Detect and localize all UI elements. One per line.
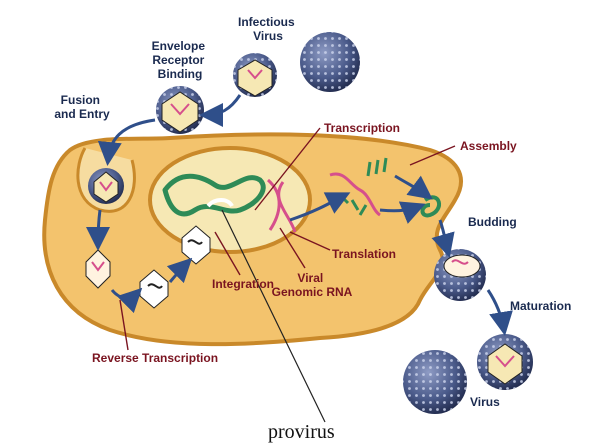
- provirus-pointer: [221, 209, 326, 423]
- label-transcription: Transcription: [324, 121, 400, 135]
- label-integration: Integration: [212, 277, 274, 291]
- translation-rna: [329, 172, 381, 217]
- mature-virion: [477, 334, 533, 390]
- label-maturation: Maturation: [510, 299, 571, 313]
- label-viral-genomic-rna: Viral Genomic RNA: [272, 271, 353, 299]
- label-budding: Budding: [468, 215, 517, 229]
- provirus-insert: [206, 198, 234, 208]
- host-dna: [162, 173, 266, 217]
- label-translation: Translation: [332, 247, 396, 261]
- virion-bottom: [403, 350, 467, 414]
- capsid-in-pocket: [88, 168, 124, 204]
- capsid-integration: [181, 225, 211, 265]
- label-fusion-and-entry: Fusion and Entry: [54, 93, 110, 121]
- leader-lines: [119, 127, 456, 351]
- label-envelope-receptor-binding: Envelope Receptor Binding: [152, 39, 209, 81]
- label-assembly: Assembly: [460, 139, 517, 153]
- label-virus: Virus: [470, 395, 500, 409]
- viral-rna-strand: [266, 178, 297, 233]
- flow-arrows: [86, 94, 513, 336]
- budding-virion: [434, 249, 486, 301]
- assembly-proteins: [366, 157, 388, 177]
- binding-virion: [233, 53, 277, 97]
- caption-provirus: provirus: [268, 421, 335, 443]
- label-reverse-transcription: Reverse Transcription: [92, 351, 218, 365]
- label-infectious-virus: Infectious Virus: [238, 15, 298, 43]
- entry-virion: [156, 86, 204, 134]
